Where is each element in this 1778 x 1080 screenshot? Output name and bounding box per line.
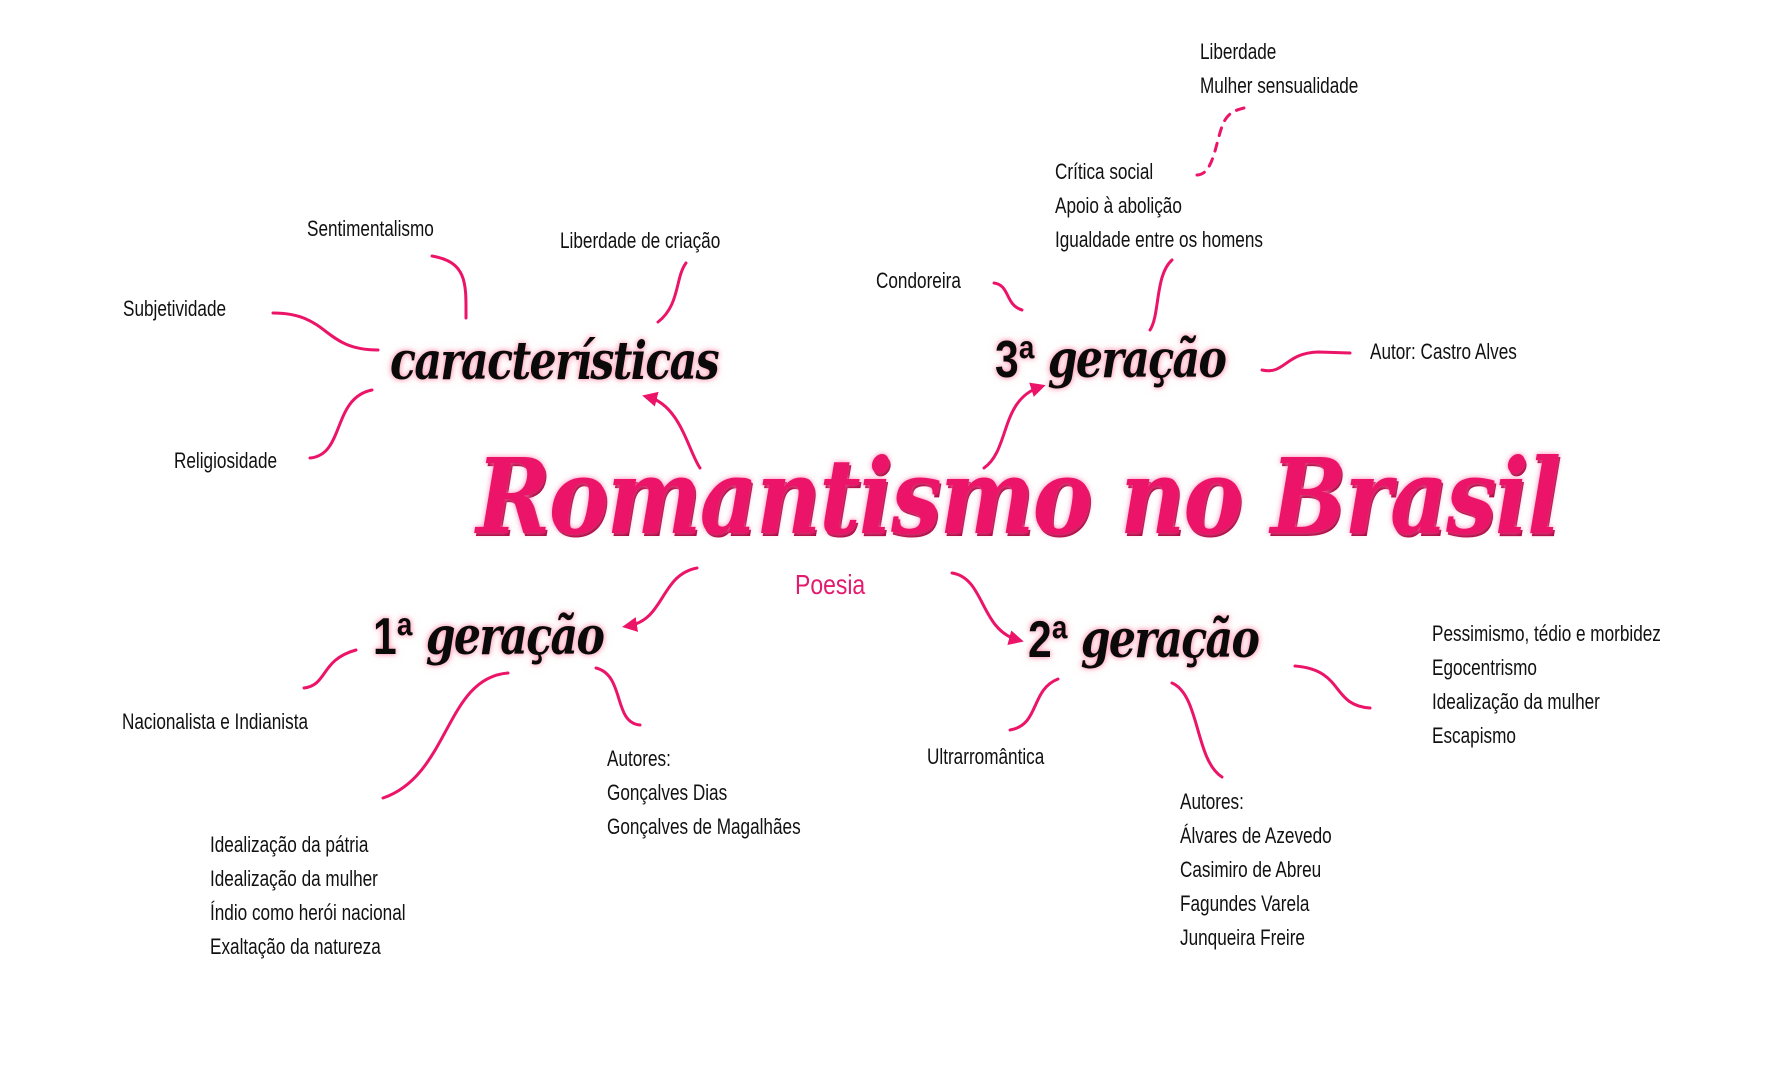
line-gen1-themes <box>381 671 510 800</box>
line-liberdade-criacao <box>656 261 688 324</box>
line-nacionalista <box>302 648 358 690</box>
list-item: Índio como herói nacional <box>210 900 406 925</box>
gen2-ordinal: 2ª <box>1028 611 1068 669</box>
line-castro-alves <box>1260 350 1352 373</box>
node-gen2: 2ª geração <box>1028 608 1260 672</box>
list-item: Idealização da pátria <box>210 832 369 857</box>
item-liberdade-criacao: Liberdade de criação <box>560 228 721 253</box>
subtitle: Poesia <box>795 569 866 600</box>
item-subjetividade: Subjetividade <box>123 296 227 321</box>
arrow-title-to-gen2 <box>950 571 1024 645</box>
item-nacionalista-indianista: Nacionalista e Indianista <box>122 709 309 734</box>
list-item: Fagundes Varela <box>1180 891 1310 916</box>
item-condoreira: Condoreira <box>876 268 961 293</box>
line-gen2-themes <box>1293 664 1372 710</box>
list-item: Exaltação da natureza <box>210 934 381 959</box>
gen1-word: geração <box>425 606 605 667</box>
list-item: Idealização da mulher <box>210 866 378 891</box>
list-gen2-themes: Pessimismo, tédio e morbidez Egocentrism… <box>1432 617 1661 753</box>
gen2-word: geração <box>1080 609 1260 670</box>
line-ultrarromantica <box>1008 677 1060 732</box>
list-item: Apoio à abolição <box>1055 193 1182 218</box>
line-religiosidade <box>308 388 374 460</box>
line-gen2-authors <box>1170 681 1224 779</box>
item-sentimentalismo: Sentimentalismo <box>307 216 434 241</box>
list-gen3-extra: Liberdade Mulher sensualidade <box>1200 35 1358 103</box>
list-item: Álvares de Azevedo <box>1180 823 1332 848</box>
list-item: Liberdade <box>1200 39 1277 64</box>
list-item: Gonçalves de Magalhães <box>607 814 801 839</box>
line-condoreira <box>992 281 1024 312</box>
list-item: Gonçalves Dias <box>607 780 728 805</box>
list-gen3-themes: Crítica social Apoio à abolição Igualdad… <box>1055 155 1263 257</box>
line-gen3-themes <box>1148 258 1174 332</box>
item-castro-alves: Autor: Castro Alves <box>1370 339 1517 364</box>
list-gen1-themes: Idealização da pátria Idealização da mul… <box>210 828 406 964</box>
authors-label: Autores: <box>1180 789 1244 814</box>
list-item: Escapismo <box>1432 723 1516 748</box>
node-gen1: 1ª geração <box>373 605 605 669</box>
line-gen1-authors <box>594 666 642 727</box>
authors-label: Autores: <box>607 746 671 771</box>
list-item: Mulher sensualidade <box>1200 73 1359 98</box>
item-religiosidade: Religiosidade <box>174 448 278 473</box>
list-item: Casimiro de Abreu <box>1180 857 1322 882</box>
list-item: Egocentrismo <box>1432 655 1537 680</box>
node-gen3: 3ª geração <box>995 328 1227 392</box>
list-item: Pessimismo, tédio e morbidez <box>1432 621 1661 646</box>
list-item: Idealização da mulher <box>1432 689 1600 714</box>
gen3-ordinal: 3ª <box>995 331 1035 389</box>
gen3-word: geração <box>1047 329 1227 390</box>
item-ultrarromantica: Ultrarromântica <box>927 744 1045 769</box>
list-item: Junqueira Freire <box>1180 925 1305 950</box>
gen1-ordinal: 1ª <box>373 608 413 666</box>
list-gen1-authors: Autores: Gonçalves Dias Gonçalves de Mag… <box>607 742 801 844</box>
list-item: Igualdade entre os homens <box>1055 227 1263 252</box>
line-subjetividade <box>271 311 380 352</box>
arrow-title-to-gen1 <box>622 566 699 632</box>
page-title: Romantismo no Brasil <box>476 435 1561 558</box>
node-caracteristicas: características <box>390 331 720 392</box>
line-sentimentalismo <box>430 254 468 320</box>
list-gen2-authors: Autores: Álvares de Azevedo Casimiro de … <box>1180 785 1332 955</box>
list-item: Crítica social <box>1055 159 1154 184</box>
